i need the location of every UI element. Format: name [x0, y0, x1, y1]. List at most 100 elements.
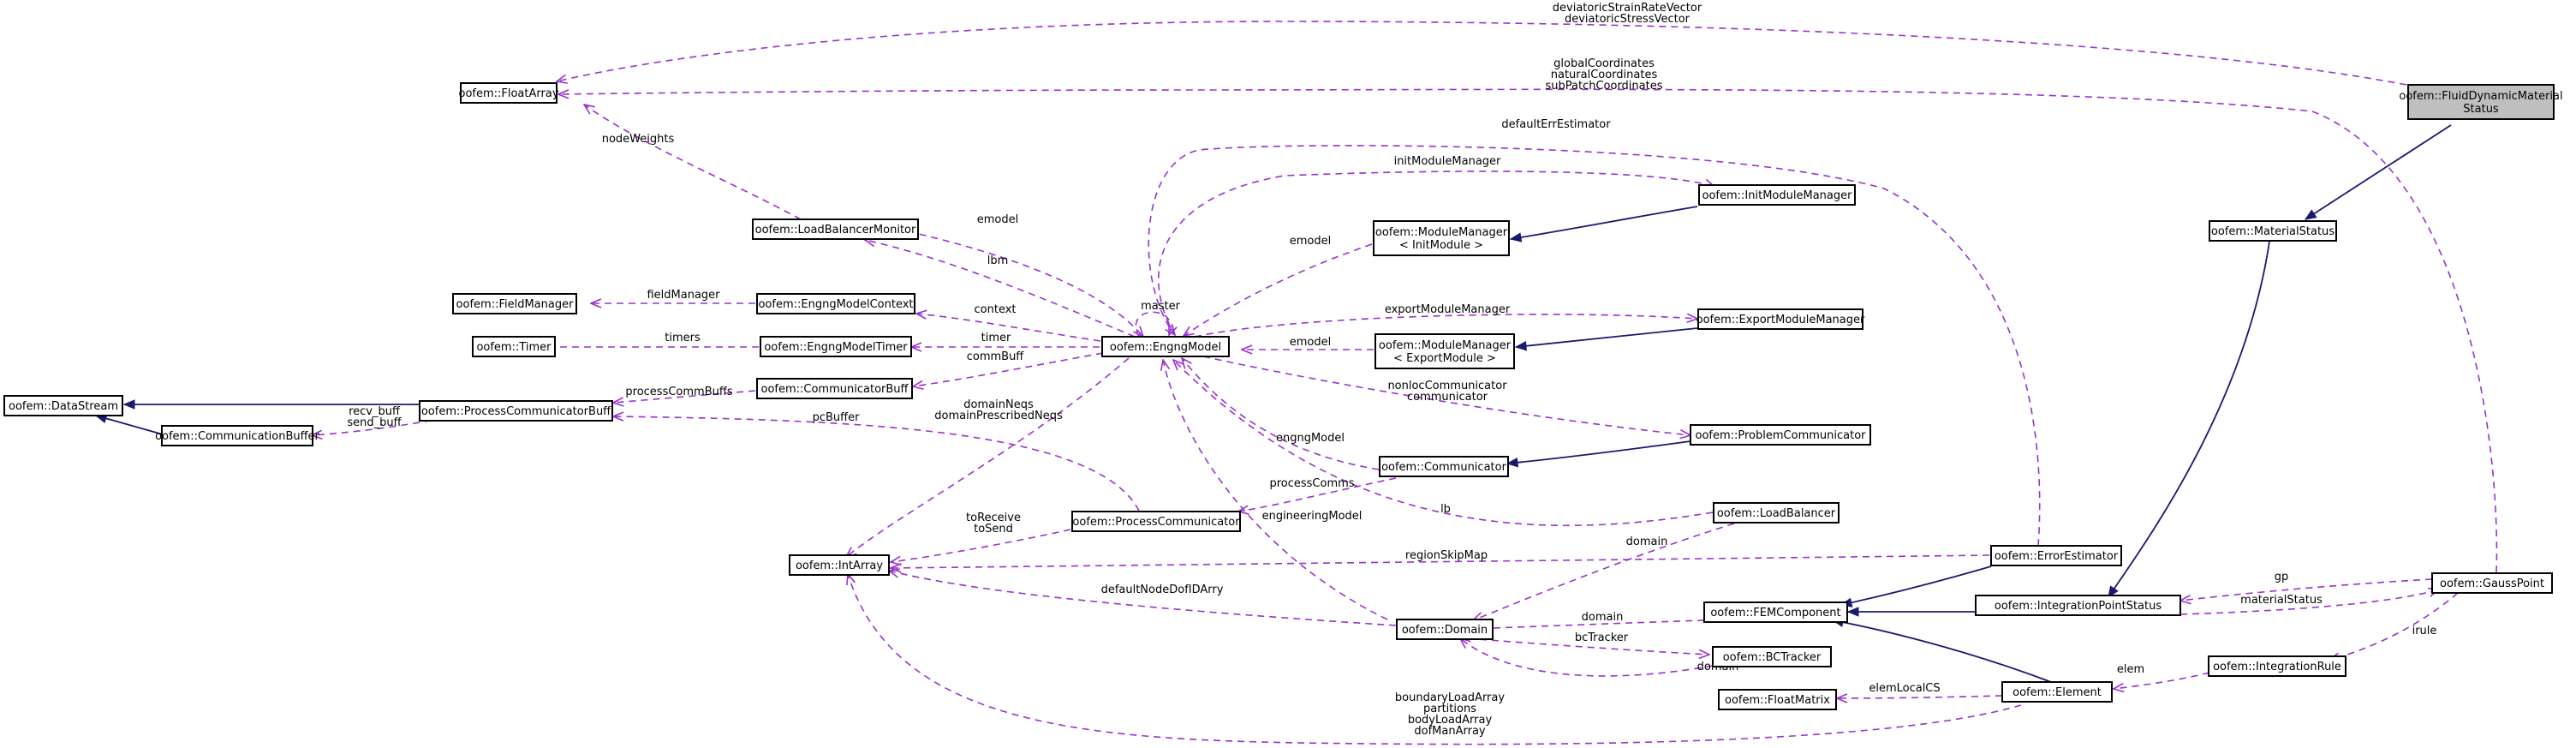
edge-loadbalancer-domain: [1473, 523, 1735, 620]
node-box: [419, 400, 613, 422]
node-material-status[interactable]: oofem::MaterialStatus: [2209, 220, 2337, 242]
node-domain[interactable]: oofem::Domain: [1396, 619, 1494, 640]
edge-label-line: communicator: [1407, 391, 1488, 404]
edge-ipstatus-gausspoint: [2179, 589, 2439, 615]
node-engng-model-context[interactable]: oofem::EngngModelContext: [756, 293, 915, 314]
node-engng-model-timer[interactable]: oofem::EngngModelTimer: [760, 336, 912, 357]
node-int-array[interactable]: oofem::IntArray: [789, 554, 890, 576]
node-process-communicator-buff[interactable]: oofem::ProcessCommunicatorBuff: [419, 400, 613, 422]
edge-fluid-materialstatus: [2305, 124, 2452, 220]
node-box: [1690, 424, 1871, 446]
label-engngmodel: engngModel: [1276, 432, 1345, 445]
node-load-balancer-monitor[interactable]: oofem::LoadBalancerMonitor: [752, 218, 919, 240]
edge-label-line: elem: [2117, 663, 2144, 676]
node-integration-rule[interactable]: oofem::IntegrationRule: [2208, 655, 2346, 677]
label-initmodule: initModuleManager: [1394, 155, 1501, 168]
label-emodel-lbm: emodel: [977, 213, 1018, 226]
node-box: [1101, 336, 1230, 357]
node-label: oofem::FluidDynamicMaterial: [2399, 90, 2562, 103]
edge-label-line: lbm: [987, 254, 1009, 267]
edge-gausspoint-ipstatus-gp: [2180, 578, 2433, 601]
node-field-manager[interactable]: oofem::FieldManager: [452, 293, 577, 314]
edge-initmm-mminit: [1511, 206, 1698, 239]
node-label: oofem::FloatArray: [458, 87, 558, 100]
edge-label-line: materialStatus: [2240, 594, 2323, 607]
node-engng-model[interactable]: oofem::EngngModel: [1101, 336, 1230, 357]
node-communicator[interactable]: oofem::Communicator: [1379, 456, 1509, 477]
node-bc-tracker[interactable]: oofem::BCTracker: [1712, 646, 1832, 667]
edge-label-line: defaultErrEstimator: [1501, 118, 1611, 131]
node-label: oofem::LoadBalancerMonitor: [755, 224, 916, 236]
edge-bctracker-domain: [1460, 638, 1714, 677]
node-module-manager-init[interactable]: oofem::ModuleManager< InitModule >: [1373, 220, 1510, 256]
edge-label-line: emodel: [977, 213, 1018, 226]
edge-pcomm-intarray: [891, 529, 1071, 562]
edge-engngmodel-engngmodel: [1135, 311, 1171, 338]
node-label: oofem::CommunicationBuffer: [155, 430, 319, 443]
edge-label-line: gp: [2275, 571, 2289, 583]
edge-label-line: context: [975, 303, 1017, 316]
node-problem-communicator[interactable]: oofem::ProblemCommunicator: [1690, 424, 1871, 446]
node-fem-component[interactable]: oofem::FEMComponent: [1703, 601, 1848, 623]
edge-commbuffer-datastream: [96, 416, 164, 435]
edge-label-line: emodel: [1290, 336, 1331, 349]
edge-communicator-pcomm: [1238, 477, 1397, 512]
node-label: oofem::InitModuleManager: [1702, 189, 1853, 202]
node-communication-buffer[interactable]: oofem::CommunicationBuffer: [155, 425, 320, 446]
edge-element-floatmatrix: [1837, 696, 2003, 698]
node-box: [756, 293, 915, 314]
node-box: [2208, 655, 2346, 677]
node-box: [2001, 681, 2113, 703]
node-label: oofem::GaussPoint: [2440, 577, 2544, 590]
node-timer[interactable]: oofem::Timer: [472, 336, 556, 357]
edge-label-line: pcBuffer: [813, 411, 861, 424]
edge-gausspoint-intrule: [2329, 592, 2459, 660]
label-engineeringmodel: engineeringModel: [1262, 510, 1363, 523]
node-box: [1396, 619, 1494, 640]
label-domain-lb: domain: [1626, 536, 1668, 548]
node-communicator-buff[interactable]: oofem::CommunicatorBuff: [756, 378, 913, 399]
node-float-matrix[interactable]: oofem::FloatMatrix: [1718, 689, 1837, 710]
edge-probcomm-communicator: [1507, 440, 1691, 464]
node-box: [1697, 308, 1863, 330]
node-label: oofem::EngngModelContext: [758, 298, 913, 311]
node-box: [789, 554, 890, 576]
node-box: [472, 336, 556, 357]
edge-label-line: nonlocCommunicator: [1387, 380, 1507, 392]
node-init-module-manager[interactable]: oofem::InitModuleManager: [1698, 184, 1856, 206]
edge-label-line: lb: [1440, 503, 1451, 516]
node-box: [760, 336, 912, 357]
edge-label-line: fieldManager: [647, 289, 720, 302]
label-master: master: [1141, 300, 1180, 313]
edge-label-line: commBuff: [967, 350, 1025, 363]
node-process-communicator[interactable]: oofem::ProcessCommunicator: [1071, 511, 1241, 532]
label-pcbuffer: pcBuffer: [813, 411, 861, 424]
label-lbm: lbm: [987, 254, 1009, 267]
edge-label-line: domainNeqs: [963, 398, 1034, 411]
node-error-estimator[interactable]: oofem::ErrorEstimator: [1990, 545, 2122, 566]
node-float-array[interactable]: oofem::FloatArray: [458, 82, 559, 104]
node-integration-point-status[interactable]: oofem::IntegrationPointStatus: [1975, 595, 2181, 616]
node-export-module-manager[interactable]: oofem::ExportModuleManager: [1696, 308, 1865, 330]
label-nodeweights: nodeWeights: [602, 133, 675, 146]
label-emodel-export: emodel: [1290, 336, 1331, 349]
node-label: oofem::EngngModelTimer: [764, 341, 908, 354]
node-label: oofem::Communicator: [1381, 461, 1507, 474]
node-gauss-point[interactable]: oofem::GaussPoint: [2431, 572, 2553, 594]
node-box: [161, 425, 313, 446]
node-box: [1990, 545, 2122, 566]
node-data-stream[interactable]: oofem::DataStream: [3, 395, 123, 416]
node-module-manager-export[interactable]: oofem::ModuleManager< ExportModule >: [1374, 333, 1515, 369]
node-box: [452, 293, 577, 314]
label-fieldmanager: fieldManager: [647, 289, 720, 302]
node-element[interactable]: oofem::Element: [2001, 681, 2113, 703]
edge-engngmodel-emcontext: [916, 314, 1101, 342]
edge-label-line: bcTracker: [1575, 631, 1629, 644]
node-load-balancer[interactable]: oofem::LoadBalancer: [1713, 502, 1840, 524]
